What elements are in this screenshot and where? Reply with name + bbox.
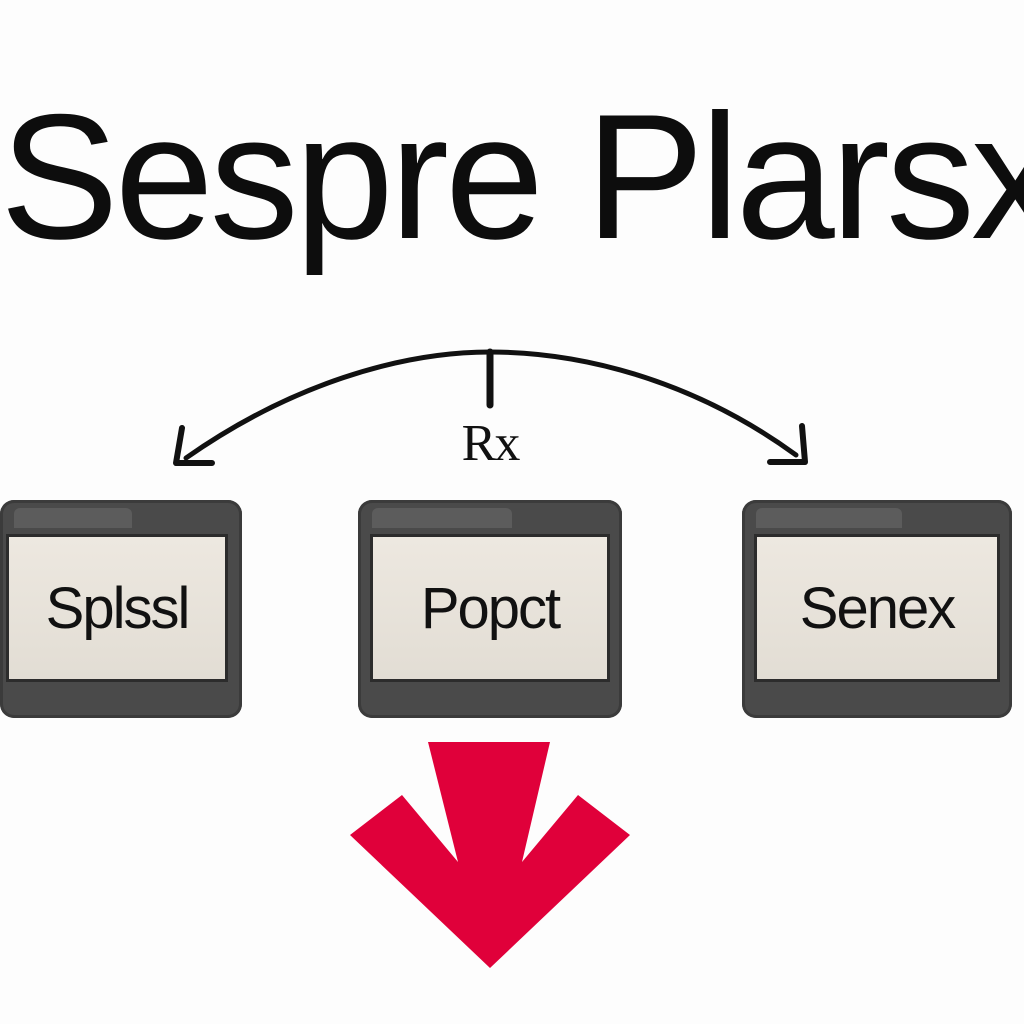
box-label-right: Senex — [799, 575, 956, 641]
box-screen: Splssl — [6, 534, 228, 682]
connector-label: Rx — [461, 415, 521, 472]
process-box-middle: Popct — [358, 500, 622, 718]
box-label-left: Splssl — [45, 575, 191, 641]
down-arrow-icon — [350, 742, 630, 968]
box-tab — [756, 508, 902, 528]
box-screen: Popct — [370, 534, 610, 682]
process-box-right: Senex — [742, 500, 1012, 718]
right-arrowhead — [767, 423, 808, 465]
box-tab — [14, 508, 132, 528]
box-tab — [372, 508, 512, 528]
process-box-left: Splssl — [0, 500, 242, 718]
double-headed-curved-arrow-icon — [173, 348, 808, 466]
box-screen: Senex — [754, 534, 1000, 682]
page-title: Sespre Plarsx — [0, 77, 1024, 276]
box-label-middle: Popct — [420, 575, 561, 641]
left-arrowhead — [173, 425, 215, 466]
